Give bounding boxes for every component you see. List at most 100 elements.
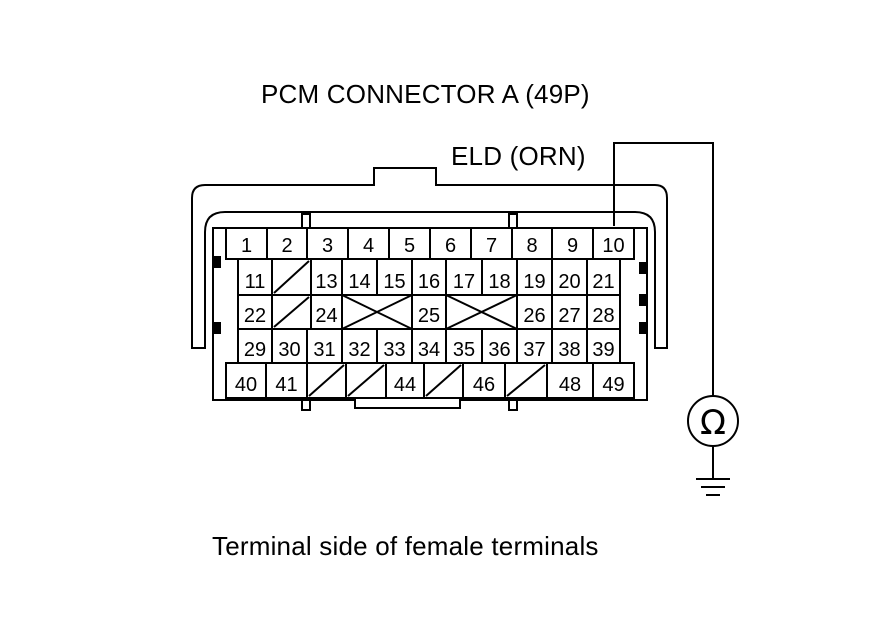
terminal-37: 37 xyxy=(516,328,553,364)
terminal-38: 38 xyxy=(551,328,588,364)
terminal-28: 28 xyxy=(586,294,621,330)
terminal-number: 34 xyxy=(418,339,440,361)
terminal-9: 9 xyxy=(551,227,594,260)
terminal-number: 5 xyxy=(404,235,415,257)
terminal-11: 11 xyxy=(237,258,273,296)
latch-tab xyxy=(301,213,311,229)
terminal-number: 16 xyxy=(418,271,440,293)
key-mark xyxy=(639,294,646,306)
terminal-3: 3 xyxy=(306,227,349,260)
terminal-36: 36 xyxy=(481,328,518,364)
terminal-empty xyxy=(271,294,312,330)
blank-cavity-cross xyxy=(445,294,518,330)
terminal-empty xyxy=(504,362,548,399)
terminal-number: 48 xyxy=(559,374,581,396)
terminal-number: 8 xyxy=(526,235,537,257)
terminal-number: 37 xyxy=(523,339,545,361)
blank-cavity-slash xyxy=(347,364,385,397)
terminal-number: 39 xyxy=(592,339,614,361)
terminal-number: 28 xyxy=(592,305,614,327)
terminal-number: 19 xyxy=(523,271,545,293)
terminal-6: 6 xyxy=(429,227,472,260)
terminal-number: 29 xyxy=(244,339,266,361)
terminal-number: 38 xyxy=(558,339,580,361)
terminal-number: 3 xyxy=(322,235,333,257)
latch-tab xyxy=(301,399,311,411)
terminal-number: 24 xyxy=(315,305,337,327)
caption: Terminal side of female terminals xyxy=(212,531,599,561)
terminal-number: 2 xyxy=(281,235,292,257)
terminal-40: 40 xyxy=(225,362,267,399)
terminal-14: 14 xyxy=(341,258,378,296)
terminal-number: 44 xyxy=(394,374,416,396)
terminal-24: 24 xyxy=(310,294,343,330)
terminal-number: 26 xyxy=(523,305,545,327)
terminal-number: 22 xyxy=(244,305,266,327)
terminal-number: 17 xyxy=(453,271,475,293)
terminal-empty xyxy=(423,362,464,399)
terminal-number: 13 xyxy=(315,271,337,293)
terminal-27: 27 xyxy=(551,294,588,330)
terminal-35: 35 xyxy=(445,328,483,364)
wire-label-eld: ELD (ORN) xyxy=(451,141,586,171)
terminal-44: 44 xyxy=(385,362,425,399)
terminal-30: 30 xyxy=(271,328,308,364)
key-mark xyxy=(639,322,646,334)
terminal-25: 25 xyxy=(411,294,447,330)
blank-cavity-slash xyxy=(506,364,546,397)
terminal-number: 40 xyxy=(235,374,257,396)
terminal-46: 46 xyxy=(462,362,506,399)
terminal-number: 4 xyxy=(363,235,374,257)
terminal-number: 7 xyxy=(486,235,497,257)
terminal-number: 27 xyxy=(558,305,580,327)
diagram-title: PCM CONNECTOR A (49P) xyxy=(261,79,590,109)
terminal-5: 5 xyxy=(388,227,431,260)
terminal-number: 10 xyxy=(602,235,624,257)
terminal-number: 1 xyxy=(241,235,252,257)
ohm-symbol: Ω xyxy=(700,403,726,443)
terminal-number: 41 xyxy=(275,374,297,396)
terminal-18: 18 xyxy=(481,258,518,296)
key-mark xyxy=(214,256,221,268)
terminal-15: 15 xyxy=(376,258,413,296)
terminal-1: 1 xyxy=(225,227,268,260)
terminal-number: 15 xyxy=(383,271,405,293)
terminal-number: 30 xyxy=(278,339,300,361)
terminal-number: 31 xyxy=(313,339,335,361)
terminal-number: 49 xyxy=(602,374,624,396)
latch-tab xyxy=(508,213,518,229)
terminal-16: 16 xyxy=(411,258,447,296)
terminal-49: 49 xyxy=(592,362,635,399)
blank-cavity-slash xyxy=(425,364,462,397)
terminal-number: 20 xyxy=(558,271,580,293)
terminal-number: 21 xyxy=(592,271,614,293)
terminal-34: 34 xyxy=(411,328,447,364)
terminal-41: 41 xyxy=(265,362,308,399)
terminal-empty xyxy=(341,294,413,330)
terminal-22: 22 xyxy=(237,294,273,330)
terminal-39: 39 xyxy=(586,328,621,364)
terminal-number: 35 xyxy=(453,339,475,361)
connector-body xyxy=(212,227,648,409)
terminal-number: 18 xyxy=(488,271,510,293)
terminal-21: 21 xyxy=(586,258,621,296)
terminal-2: 2 xyxy=(266,227,308,260)
key-mark xyxy=(639,262,646,274)
blank-cavity-slash xyxy=(308,364,345,397)
terminal-7: 7 xyxy=(470,227,513,260)
terminal-empty xyxy=(445,294,518,330)
terminal-number: 11 xyxy=(245,271,266,293)
terminal-32: 32 xyxy=(341,328,378,364)
terminal-26: 26 xyxy=(516,294,553,330)
terminal-20: 20 xyxy=(551,258,588,296)
key-mark xyxy=(214,322,221,334)
terminal-4: 4 xyxy=(347,227,390,260)
terminal-10: 10 xyxy=(592,227,635,260)
latch-tab xyxy=(508,399,518,411)
terminal-8: 8 xyxy=(511,227,553,260)
connector-housing-outer xyxy=(191,167,668,349)
terminal-number: 9 xyxy=(567,235,578,257)
terminal-19: 19 xyxy=(516,258,553,296)
terminal-empty xyxy=(271,258,312,296)
